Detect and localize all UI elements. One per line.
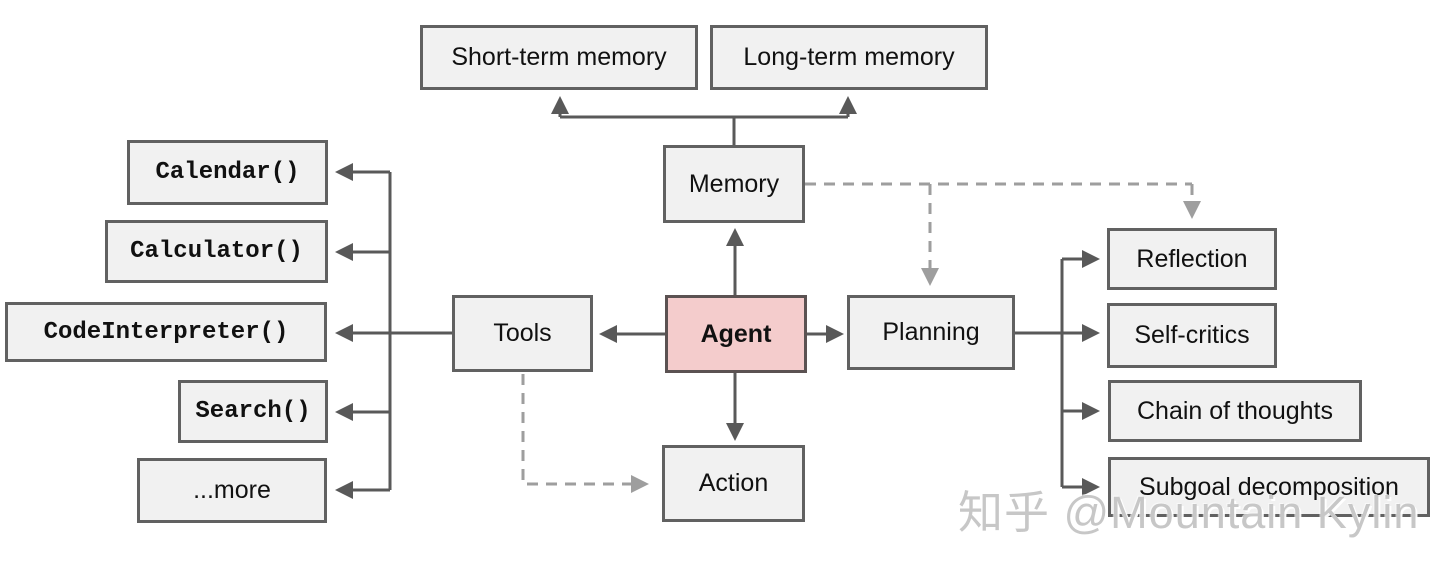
node-chain-of-thoughts: Chain of thoughts	[1108, 380, 1362, 442]
node-agent: Agent	[665, 295, 807, 373]
node-tools: Tools	[452, 295, 593, 372]
node-calculator: Calculator()	[105, 220, 328, 283]
node-action: Action	[662, 445, 805, 522]
node-calendar: Calendar()	[127, 140, 328, 205]
planning-trunk	[1015, 259, 1064, 487]
node-short-term-memory: Short-term memory	[420, 25, 698, 90]
node-memory: Memory	[663, 145, 805, 223]
node-reflection: Reflection	[1107, 228, 1277, 290]
connector-memory-split	[560, 115, 848, 145]
node-long-term-memory: Long-term memory	[710, 25, 988, 90]
node-code-interpreter: CodeInterpreter()	[5, 302, 327, 362]
watermark: 知乎 @Mountain Kylin	[958, 487, 1420, 538]
node-subgoal-decomposition: Subgoal decomposition	[1108, 457, 1430, 517]
node-planning: Planning	[847, 295, 1015, 370]
dashed-arrow-tools-action	[521, 374, 649, 493]
node-more: ...more	[137, 458, 327, 523]
node-self-critics: Self-critics	[1107, 303, 1277, 368]
node-search: Search()	[178, 380, 328, 443]
